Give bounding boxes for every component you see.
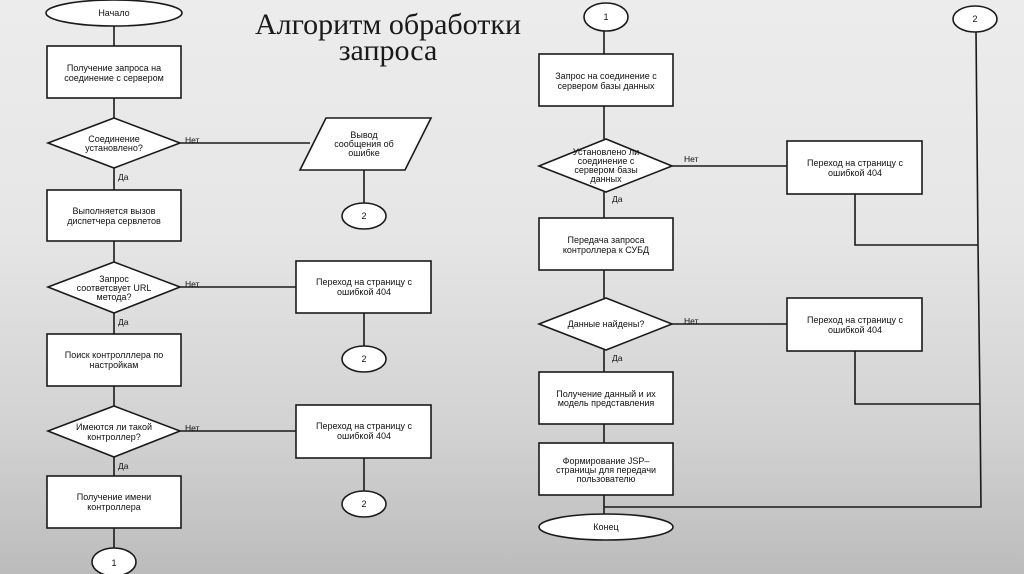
svg-text:Получение данный и их: Получение данный и их xyxy=(556,389,656,399)
svg-text:Поиск контролллера по: Поиск контролллера по xyxy=(65,350,164,360)
svg-text:Конец: Конец xyxy=(593,522,618,532)
slide-title: Алгоритм обработки запроса xyxy=(250,8,526,67)
svg-text:2: 2 xyxy=(361,354,366,364)
svg-text:сообщения об: сообщения об xyxy=(334,139,394,149)
process-error-404-data: Переход на страницу с ошибкой 404 xyxy=(786,297,923,352)
decision-db-connection: Установлено ли соединение с сервером баз… xyxy=(536,138,675,193)
svg-text:Формирование JSP–: Формирование JSP– xyxy=(563,456,650,466)
svg-text:ошибкой 404: ошибкой 404 xyxy=(337,431,391,441)
svg-text:Вывод: Вывод xyxy=(350,130,378,140)
process-error-404-b: Переход на страницу с ошибкой 404 xyxy=(295,404,432,459)
svg-text:пользователю: пользователю xyxy=(577,474,636,484)
svg-text:Получение имени: Получение имени xyxy=(77,492,151,502)
svg-text:соединение с сервером: соединение с сервером xyxy=(64,73,164,83)
branch-label-no: Нет xyxy=(185,423,200,433)
svg-text:соответсвует URL: соответсвует URL xyxy=(77,283,152,293)
connectors xyxy=(113,26,982,549)
svg-text:контроллера к СУБД: контроллера к СУБД xyxy=(563,245,649,255)
svg-text:Имеются ли такой: Имеются ли такой xyxy=(76,422,152,432)
process-find-controller: Поиск контролллера по настройкам xyxy=(46,333,182,387)
decision-controller-exists: Имеются ли такой контроллер? xyxy=(45,405,183,458)
branch-label-no: Нет xyxy=(185,279,200,289)
svg-text:Установлено ли: Установлено ли xyxy=(573,147,639,157)
svg-text:ошибкой 404: ошибкой 404 xyxy=(828,325,882,335)
process-get-controller-name: Получение имени контроллера xyxy=(46,475,182,529)
process-error-404-db: Переход на страницу с ошибкой 404 xyxy=(786,140,923,195)
connector-1-right: 1 xyxy=(583,2,629,32)
svg-text:Переход на страницу с: Переход на страницу с xyxy=(316,421,413,431)
svg-text:ошибке: ошибке xyxy=(348,148,379,158)
process-form-jsp: Формирование JSP– страницы для передачи … xyxy=(538,442,674,496)
process-dispatcher-call: Выполняется вызов диспетчера сервлетов xyxy=(46,189,182,242)
svg-text:контроллер?: контроллер? xyxy=(87,432,140,442)
branch-label-no: Нет xyxy=(185,135,200,145)
end-terminal: Конец xyxy=(538,513,674,541)
svg-text:диспетчера сервлетов: диспетчера сервлетов xyxy=(67,216,161,226)
edge xyxy=(854,194,978,246)
edge xyxy=(604,30,982,508)
process-pass-to-dbms: Передача запроса контроллера к СУБД xyxy=(538,217,674,271)
process-error-404-a: Переход на страницу с ошибкой 404 xyxy=(295,260,432,314)
edge xyxy=(854,351,980,405)
slide-title-line-2: запроса xyxy=(338,34,438,67)
connector-2-a: 2 xyxy=(341,202,387,230)
svg-text:Переход на страницу с: Переход на страницу с xyxy=(807,158,904,168)
process-get-request: Получение запроса на соединение с сервер… xyxy=(46,45,182,99)
svg-text:Данные найдены?: Данные найдены? xyxy=(568,319,645,329)
branch-label-yes: Да xyxy=(612,353,623,363)
svg-text:2: 2 xyxy=(361,499,366,509)
svg-text:сервером базы: сервером базы xyxy=(574,165,637,175)
start-terminal: Начало xyxy=(45,0,183,27)
svg-text:соединение с: соединение с xyxy=(578,156,635,166)
svg-text:2: 2 xyxy=(972,14,977,24)
branch-label-yes: Да xyxy=(118,172,129,182)
svg-text:данных: данных xyxy=(590,174,622,184)
branch-label-no: Нет xyxy=(684,316,699,326)
svg-text:Соединение: Соединение xyxy=(88,134,140,144)
svg-text:настройкам: настройкам xyxy=(90,360,139,370)
svg-text:страницы для передачи: страницы для передачи xyxy=(556,465,656,475)
svg-text:модель представления: модель представления xyxy=(558,398,655,408)
decision-url-match: Запрос соответсвует URL метода? xyxy=(45,261,183,314)
io-error-output: Вывод сообщения об ошибке xyxy=(298,117,433,171)
svg-text:метода?: метода? xyxy=(97,292,132,302)
svg-text:Запрос: Запрос xyxy=(99,274,129,284)
svg-text:Переход на страницу с: Переход на страницу с xyxy=(807,315,904,325)
process-get-data: Получение данный и их модель представлен… xyxy=(538,371,674,425)
svg-text:2: 2 xyxy=(361,211,366,221)
connector-2-far-right: 2 xyxy=(952,5,998,33)
connector-2-b: 2 xyxy=(341,345,387,373)
decision-connection-established: Соединение установлено? xyxy=(45,117,183,169)
svg-text:Переход на страницу с: Переход на страницу с xyxy=(316,277,413,287)
svg-text:контроллера: контроллера xyxy=(87,502,140,512)
svg-text:Получение запроса на: Получение запроса на xyxy=(67,63,161,73)
decision-data-found: Данные найдены? xyxy=(536,297,675,351)
branch-label-yes: Да xyxy=(118,461,129,471)
svg-text:Начало: Начало xyxy=(98,8,129,18)
branch-label-no: Нет xyxy=(684,154,699,164)
svg-text:установлено?: установлено? xyxy=(85,143,143,153)
svg-text:ошибкой 404: ошибкой 404 xyxy=(828,168,882,178)
connector-1-left: 1 xyxy=(91,547,137,574)
connector-2-c: 2 xyxy=(341,490,387,518)
svg-text:Передача запроса: Передача запроса xyxy=(567,235,644,245)
slide-title-line-1: Алгоритм обработки xyxy=(254,8,522,41)
svg-text:Выполняется вызов: Выполняется вызов xyxy=(73,206,156,216)
svg-text:ошибкой 404: ошибкой 404 xyxy=(337,287,391,297)
svg-text:1: 1 xyxy=(603,12,608,22)
svg-text:сервером базы данных: сервером базы данных xyxy=(557,81,655,91)
branch-label-yes: Да xyxy=(118,317,129,327)
svg-text:Запрос на соединение с: Запрос на соединение с xyxy=(555,71,657,81)
branch-label-yes: Да xyxy=(612,194,623,204)
svg-text:1: 1 xyxy=(111,558,116,568)
process-db-request: Запрос на соединение с сервером базы дан… xyxy=(538,53,674,107)
